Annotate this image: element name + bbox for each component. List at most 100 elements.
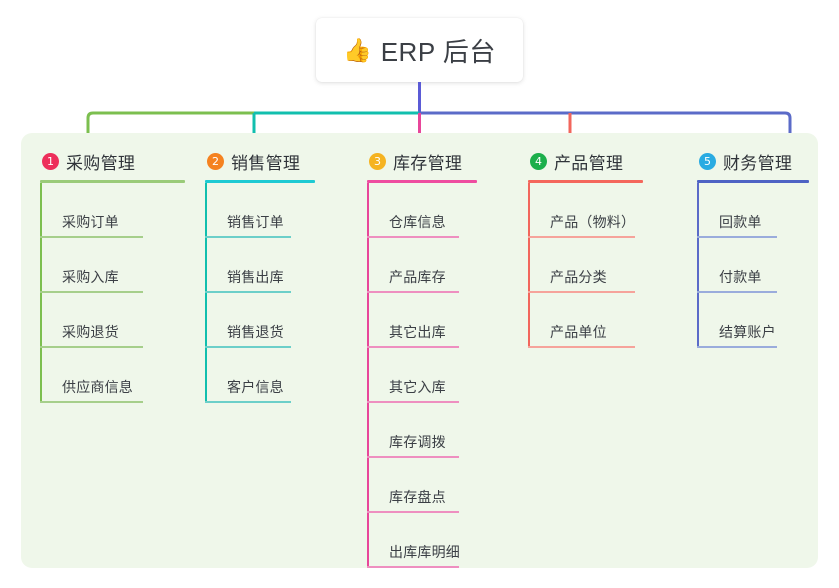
column-title-1: 采购管理 [66, 153, 136, 173]
column-header-rule-1 [40, 180, 185, 183]
column-items-2: 销售订单销售出库销售退货客户信息 [205, 183, 315, 403]
list-item-label: 产品单位 [550, 324, 607, 340]
list-item[interactable]: 结算账户 [697, 293, 809, 348]
column-header-rule-3 [367, 180, 477, 183]
list-item-rule [367, 346, 459, 348]
list-item[interactable]: 销售出库 [205, 238, 315, 293]
list-item-label: 销售出库 [227, 269, 284, 285]
column-badge-5: 5 [699, 152, 716, 170]
thumbs-up-icon: 👍 [343, 36, 372, 63]
column-items-5: 回款单付款单结算账户 [697, 183, 809, 348]
column-title-2: 销售管理 [231, 153, 301, 173]
list-item[interactable]: 其它入库 [367, 348, 477, 403]
column-badge-2: 2 [207, 152, 224, 170]
list-item-rule [40, 236, 143, 238]
column-1: 1 采购管理采购订单采购入库采购退货供应商信息 [40, 148, 185, 403]
column-header-rule-5 [697, 180, 809, 183]
column-spine-1 [40, 183, 42, 403]
column-2: 2 销售管理销售订单销售出库销售退货客户信息 [205, 148, 315, 403]
column-4: 4 产品管理产品（物料） 产品分类产品单位 [528, 148, 643, 348]
list-item-rule [528, 346, 635, 348]
list-item-rule [528, 236, 635, 238]
list-item-rule [205, 346, 291, 348]
list-item-rule [367, 291, 459, 293]
list-item-rule [205, 401, 291, 403]
column-header-4[interactable]: 4 产品管理 [528, 148, 643, 174]
list-item-label: 产品库存 [389, 269, 446, 285]
column-title-3: 库存管理 [393, 153, 463, 173]
list-item-label: 其它出库 [389, 324, 446, 340]
list-item-label: 付款单 [719, 269, 762, 285]
list-item[interactable]: 采购入库 [40, 238, 185, 293]
list-item[interactable]: 供应商信息 [40, 348, 185, 403]
list-item-label: 采购入库 [62, 269, 119, 285]
list-item[interactable]: 库存调拨 [367, 403, 477, 458]
list-item-label: 库存盘点 [389, 489, 446, 505]
list-item-rule [367, 511, 459, 513]
list-item-rule [205, 291, 291, 293]
root-node-content: 👍 ERP 后台 [343, 32, 496, 69]
list-item-rule [367, 236, 459, 238]
list-item[interactable]: 其它出库 [367, 293, 477, 348]
column-spine-5 [697, 183, 699, 348]
column-spine-2 [205, 183, 207, 403]
list-item-label: 销售退货 [227, 324, 284, 340]
list-item-label: 出库库明细 [389, 544, 460, 560]
column-header-3[interactable]: 3 库存管理 [367, 148, 477, 174]
list-item-rule [367, 456, 459, 458]
list-item-label: 结算账户 [719, 324, 776, 340]
list-item-label: 仓库信息 [389, 214, 446, 230]
column-spine-3 [367, 183, 369, 568]
list-item[interactable]: 产品库存 [367, 238, 477, 293]
list-item[interactable]: 产品单位 [528, 293, 643, 348]
list-item[interactable]: 采购订单 [40, 183, 185, 238]
list-item-label: 回款单 [719, 214, 762, 230]
list-item-rule [40, 291, 143, 293]
list-item[interactable]: 产品分类 [528, 238, 643, 293]
list-item[interactable]: 采购退货 [40, 293, 185, 348]
list-item-rule [367, 566, 459, 568]
list-item-label: 销售订单 [227, 214, 284, 230]
column-spine-4 [528, 183, 530, 348]
column-items-3: 仓库信息产品库存其它出库其它入库库存调拨库存盘点出库库明细 [367, 183, 477, 568]
list-item-rule [697, 236, 777, 238]
root-node-title: ERP 后台 [380, 36, 496, 67]
column-header-2[interactable]: 2 销售管理 [205, 148, 315, 174]
list-item[interactable]: 仓库信息 [367, 183, 477, 238]
list-item[interactable]: 付款单 [697, 238, 809, 293]
root-node-card[interactable]: 👍 ERP 后台 [316, 18, 523, 82]
list-item-rule [367, 401, 459, 403]
column-header-rule-2 [205, 180, 315, 183]
list-item-label: 产品（物料） [550, 214, 636, 230]
list-item[interactable]: 销售退货 [205, 293, 315, 348]
column-header-rule-4 [528, 180, 643, 183]
list-item-rule [205, 236, 291, 238]
list-item-rule [528, 291, 635, 293]
list-item-label: 产品分类 [550, 269, 607, 285]
list-item-label: 客户信息 [227, 379, 284, 395]
list-item-label: 其它入库 [389, 379, 446, 395]
list-item-label: 库存调拨 [389, 434, 446, 450]
column-header-5[interactable]: 5 财务管理 [697, 148, 809, 174]
column-badge-4: 4 [530, 152, 547, 170]
list-item[interactable]: 出库库明细 [367, 513, 477, 568]
list-item-label: 供应商信息 [62, 379, 133, 395]
column-header-1[interactable]: 1 采购管理 [40, 148, 185, 174]
list-item-label: 采购订单 [62, 214, 119, 230]
list-item[interactable]: 客户信息 [205, 348, 315, 403]
column-items-1: 采购订单采购入库采购退货供应商信息 [40, 183, 185, 403]
column-3: 3 库存管理仓库信息产品库存其它出库其它入库库存调拨库存盘点出库库明细 [367, 148, 477, 568]
column-badge-1: 1 [42, 152, 59, 170]
column-items-4: 产品（物料） 产品分类产品单位 [528, 183, 643, 348]
list-item[interactable]: 产品（物料） [528, 183, 643, 238]
list-item-rule [697, 346, 777, 348]
list-item-label: 采购退货 [62, 324, 119, 340]
list-item[interactable]: 库存盘点 [367, 458, 477, 513]
column-title-5: 财务管理 [723, 153, 793, 173]
list-item[interactable]: 回款单 [697, 183, 809, 238]
column-badge-3: 3 [369, 152, 386, 170]
list-item-rule [697, 291, 777, 293]
list-item-rule [40, 346, 143, 348]
column-title-4: 产品管理 [554, 153, 624, 173]
list-item[interactable]: 销售订单 [205, 183, 315, 238]
